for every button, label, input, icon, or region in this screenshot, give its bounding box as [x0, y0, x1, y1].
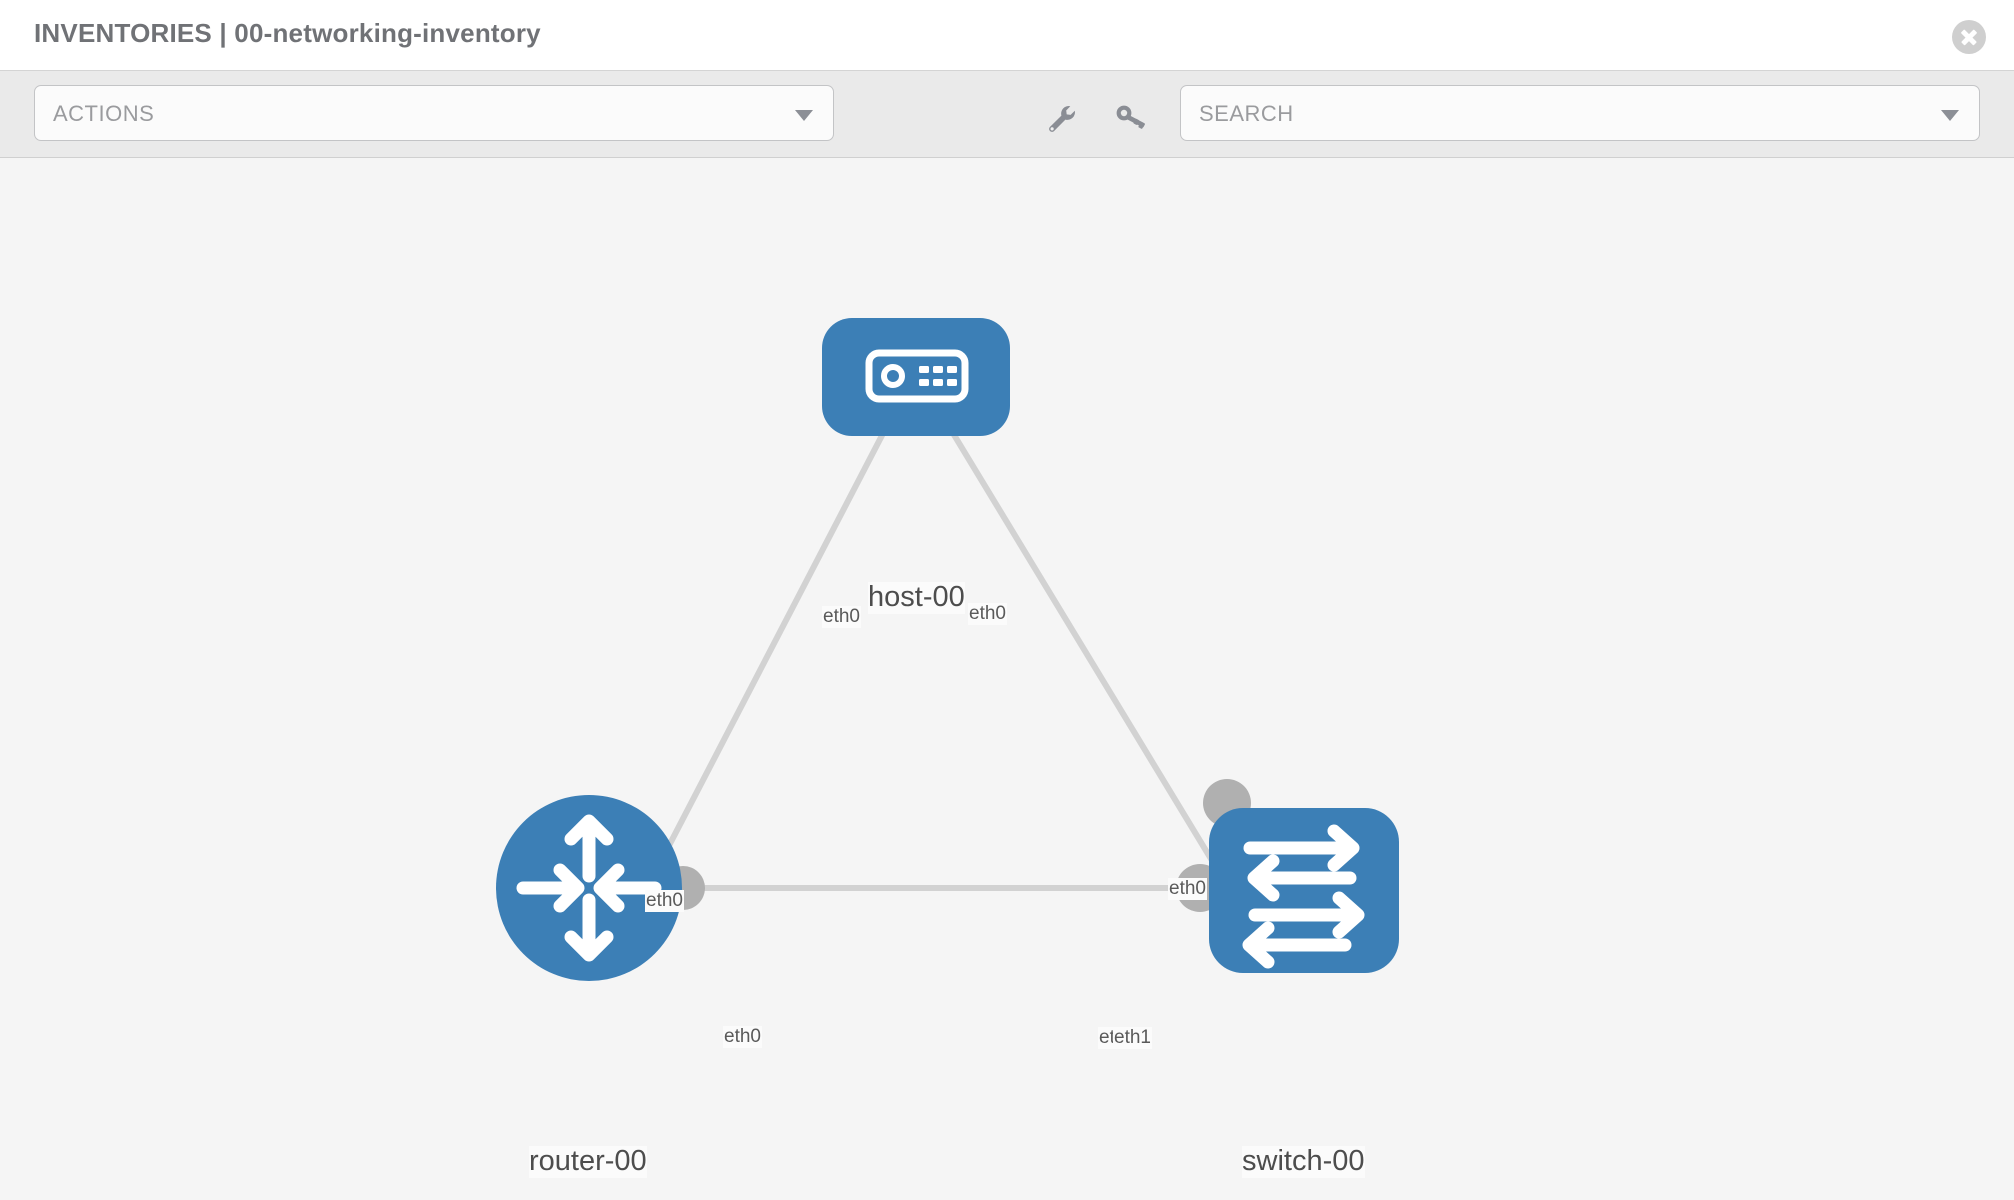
chevron-down-icon: [795, 110, 813, 121]
edge-label-host00-eth0-left: eth0: [822, 606, 861, 628]
toolbar: ACTIONS SEARCH: [0, 70, 2014, 158]
link-host00-switch00: [942, 417, 1248, 918]
node-label-host-00: host-00: [868, 581, 965, 614]
search-input-value: SEARCH: [1199, 101, 1294, 126]
key-icon[interactable]: [1110, 97, 1150, 137]
search-input[interactable]: SEARCH: [1180, 85, 1980, 141]
page-title: INVENTORIES | 00-networking-inventory: [34, 18, 541, 48]
node-router-00[interactable]: [496, 795, 682, 981]
actions-dropdown-label: ACTIONS: [53, 101, 155, 126]
topology-canvas[interactable]: host-00 router-00 switch-00 eth0 eth0 et…: [0, 158, 2014, 1200]
wrench-icon[interactable]: [1040, 97, 1080, 137]
topology-links: [630, 417, 1248, 918]
edge-label-switch00-eth1: eth1: [1113, 1027, 1152, 1049]
page-header: INVENTORIES | 00-networking-inventory: [0, 0, 2014, 70]
edge-label-router00-eth0-uplink: eth0: [645, 890, 684, 912]
edge-label-router00-eth0: eth0: [723, 1026, 762, 1048]
node-host-00[interactable]: [822, 318, 1010, 436]
topology-ports: [661, 386, 1251, 912]
node-label-router-00: router-00: [529, 1145, 647, 1178]
chevron-down-icon: [1941, 110, 1959, 121]
topology-graph: [496, 318, 1399, 981]
link-host00-router00: [630, 417, 893, 918]
edge-label-switch00-eth0-uplink: eth0: [1168, 878, 1207, 900]
close-icon[interactable]: [1952, 20, 1986, 54]
node-switch-00[interactable]: [1209, 808, 1399, 973]
edge-label-host00-eth0-right: eth0: [968, 603, 1007, 625]
node-label-switch-00: switch-00: [1242, 1145, 1365, 1178]
actions-dropdown[interactable]: ACTIONS: [34, 85, 834, 141]
